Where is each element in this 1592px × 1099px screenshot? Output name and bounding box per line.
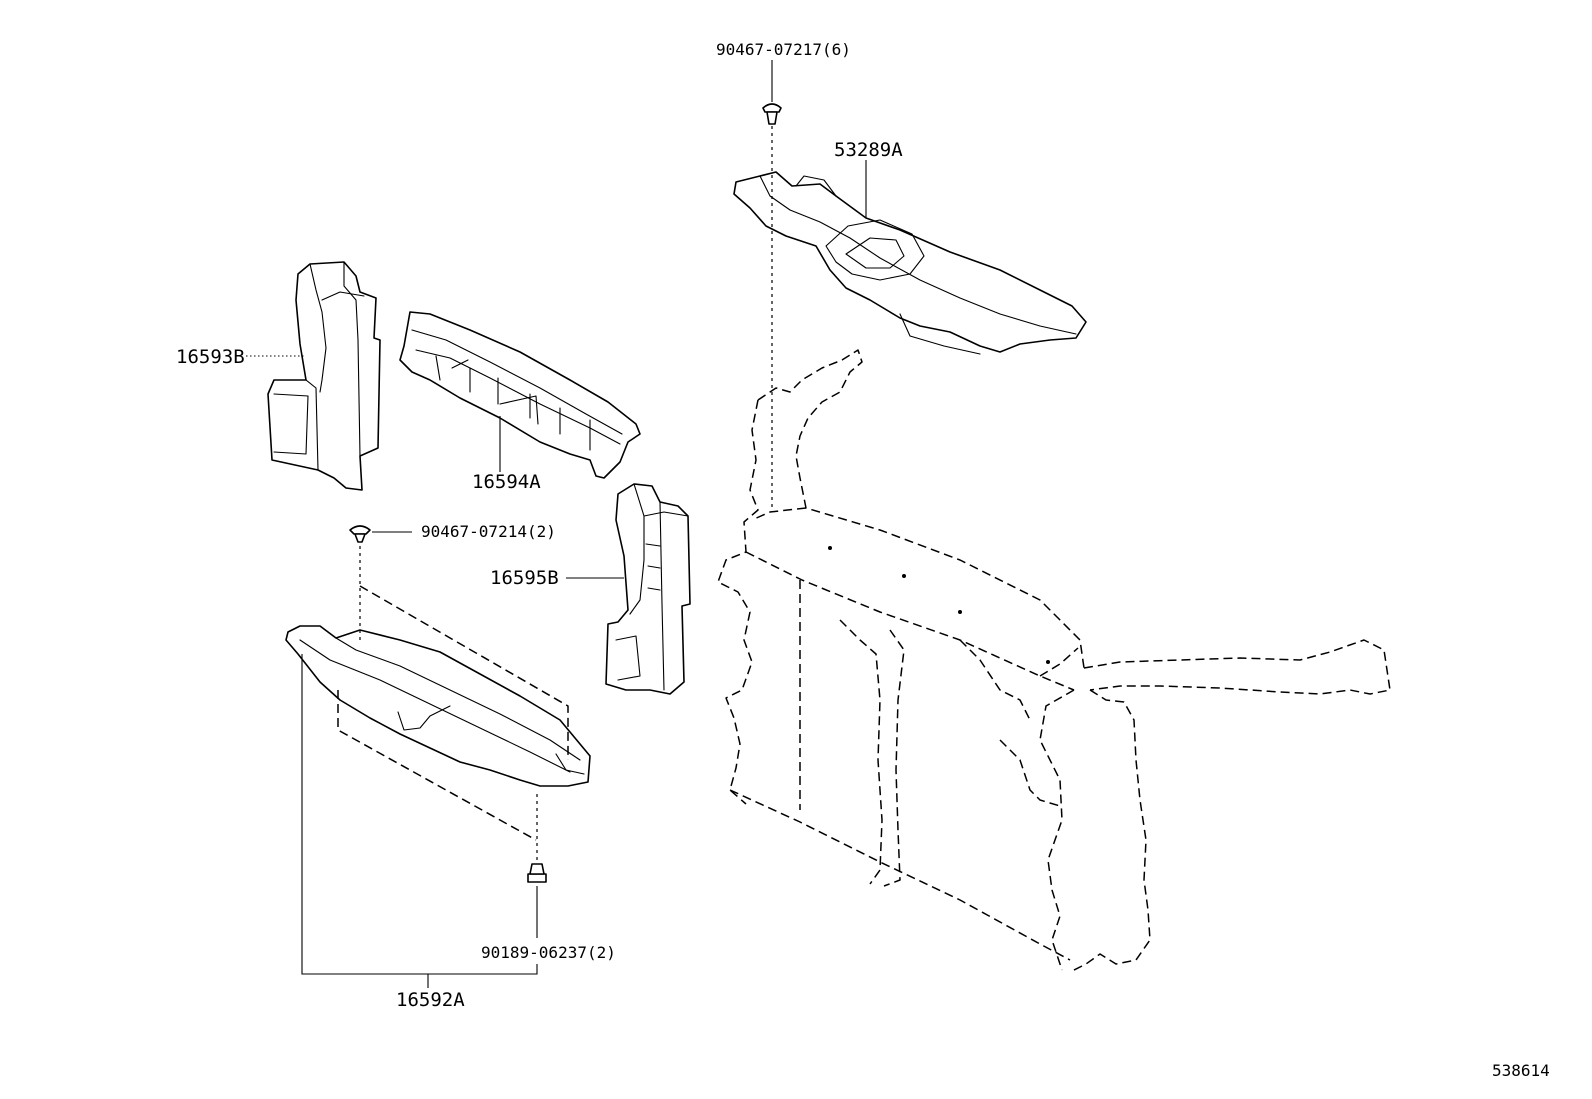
callout-duct-center: 16594A	[472, 471, 541, 493]
radiator-seal-left-part	[267, 261, 381, 491]
callout-clip-bottom: 90189-06237(2)	[481, 943, 616, 962]
callout-seal-right: 16595B	[490, 567, 559, 589]
radiator-seal-right-part	[605, 483, 691, 695]
callout-support-top: 53289A	[834, 139, 903, 161]
air-duct-center-part	[399, 311, 641, 479]
callout-cover-bottom: 16592A	[396, 989, 465, 1011]
callout-clip-mid: 90467-07214(2)	[421, 522, 556, 541]
callout-bolt-top: 90467-07217(6)	[716, 40, 851, 59]
bolt-top-part	[762, 103, 782, 125]
radiator-support-ghost	[717, 349, 1391, 973]
clip-mid-part	[349, 525, 371, 543]
clip-bottom-part	[527, 863, 547, 883]
callout-seal-left: 16593B	[176, 346, 245, 368]
figure-id: 538614	[1492, 1061, 1550, 1080]
radiator-cover-lower-part	[285, 625, 591, 787]
radiator-support-upper-part	[733, 171, 1087, 355]
